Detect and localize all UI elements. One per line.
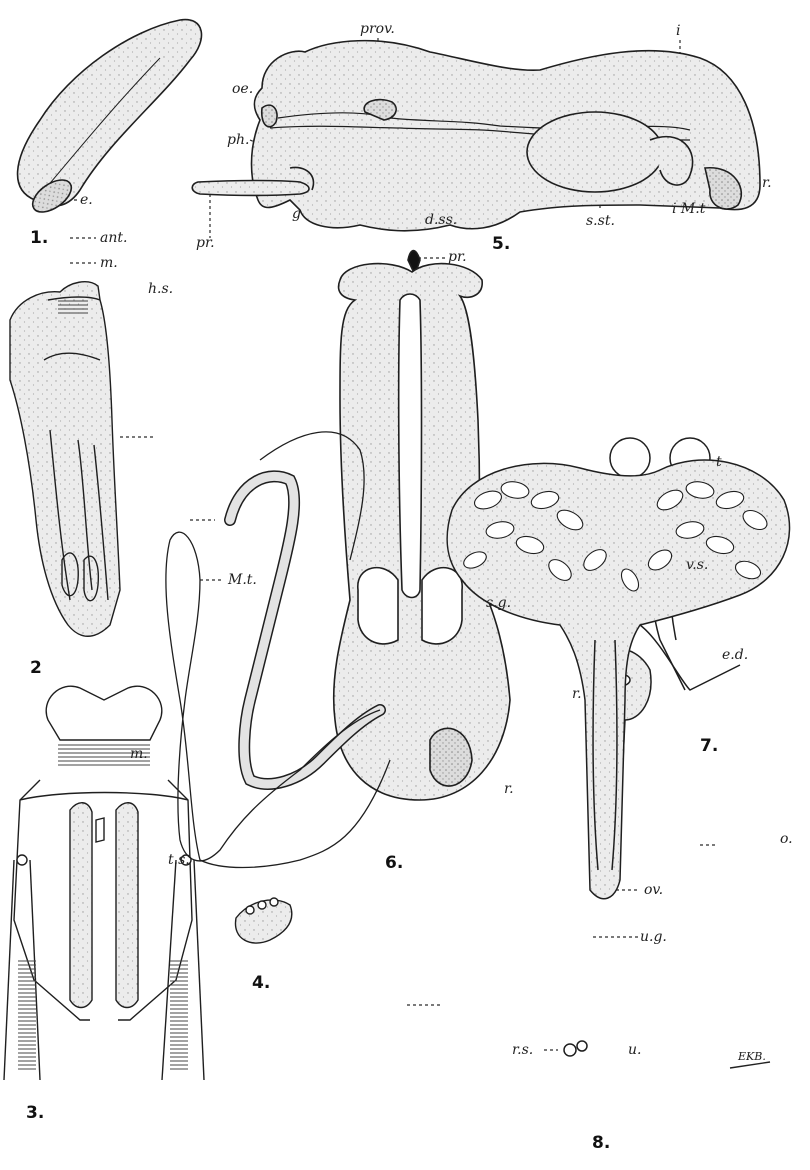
fig4-body — [235, 898, 291, 943]
fig8-number: 8. — [592, 1135, 610, 1152]
fig2-number: 2 — [30, 660, 42, 677]
fig7-label-vs: v.s. — [686, 558, 708, 572]
fig5-label-prov: prov. — [360, 22, 395, 36]
fig5-label-i: i — [676, 24, 680, 38]
fig5-label-r: r. — [762, 176, 772, 190]
artist-signature: EKB. — [738, 1050, 766, 1063]
fig8-label-o: o. — [780, 832, 793, 846]
fig2-head — [10, 282, 120, 637]
fig5-label-g: g — [292, 207, 301, 221]
fig7-label-t: t — [716, 455, 722, 469]
fig6-number: 6. — [385, 855, 403, 872]
fig6-label-r: r. — [504, 782, 514, 796]
fig3-mouthparts — [4, 686, 204, 1080]
fig2-label-m: m. — [100, 256, 118, 270]
fig5-label-pr: pr. — [196, 236, 215, 250]
fig5-number: 5. — [492, 236, 510, 253]
fig2-label-ant: ant. — [100, 231, 127, 245]
fig1-label-e: e. — [80, 193, 93, 207]
fig2-label-hs: h.s. — [148, 282, 173, 296]
fig3-label-m: m. — [130, 747, 148, 761]
fig8-label-u: u. — [628, 1043, 641, 1057]
fig5-label-oe: oe. — [232, 82, 253, 96]
fig1-number: 1. — [30, 230, 48, 247]
fig7-number: 7. — [700, 738, 718, 755]
fig5-label-sst: s.st. — [586, 214, 615, 228]
fig7-label-ed: e.d. — [722, 648, 748, 662]
fig8-label-rs: r.s. — [512, 1043, 533, 1057]
fig8-label-ov: ov. — [644, 883, 663, 897]
fig3-label-ts: t.s. — [168, 853, 190, 867]
fig6-label-mt: M.t. — [228, 573, 257, 587]
fig8-reproductive — [447, 460, 789, 1056]
fig6-label-sg: s.g. — [486, 596, 511, 610]
fig7-label-r: r. — [572, 687, 582, 701]
fig5-label-ph: ph. — [227, 133, 249, 147]
fig8-label-ug: u.g. — [640, 930, 667, 944]
fig6-label-pr: pr. — [448, 250, 467, 264]
fig5-label-dss: d.ss. — [425, 213, 457, 227]
fig5-label-imt: i M.t — [672, 202, 705, 216]
fig4-number: 4. — [252, 975, 270, 992]
fig3-number: 3. — [26, 1105, 44, 1122]
fig1-body — [18, 20, 202, 219]
